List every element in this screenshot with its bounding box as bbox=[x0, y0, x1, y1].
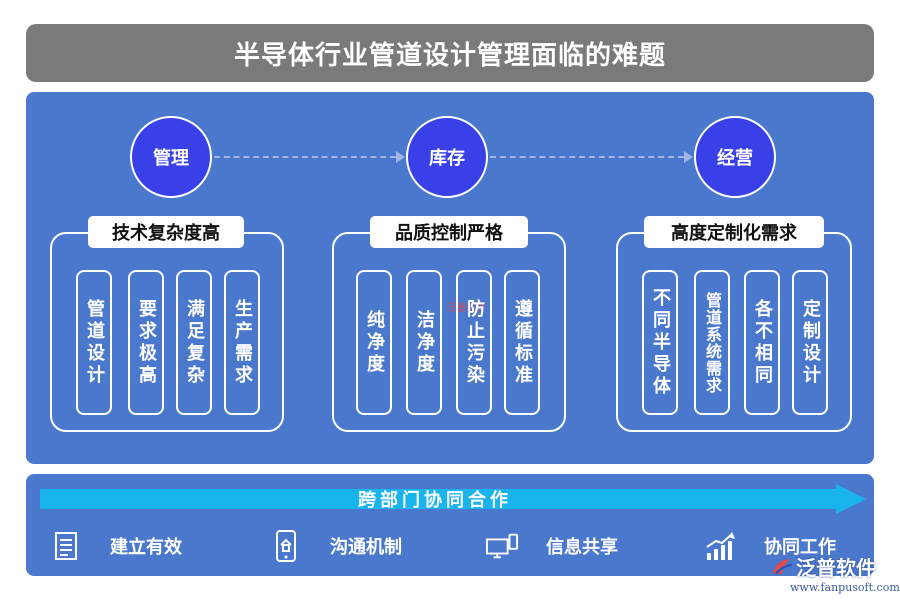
document-icon bbox=[50, 530, 82, 562]
growth-chart-icon bbox=[704, 530, 736, 562]
card-item: 定制设计 bbox=[792, 270, 828, 415]
card-label: 遵循标准 bbox=[512, 298, 533, 387]
title-bar: 半导体行业管道设计管理面临的难题 bbox=[26, 24, 874, 82]
card-item: 满足复杂 bbox=[176, 270, 212, 415]
circle-management: 管理 bbox=[130, 116, 212, 198]
card-item: 管道设计 bbox=[76, 270, 112, 415]
mobile-home-icon bbox=[270, 530, 302, 562]
card-item: 不同半导体 bbox=[642, 270, 678, 415]
group-title-tech-complexity: 技术复杂度高 bbox=[88, 216, 244, 248]
card-item: 生产需求 bbox=[224, 270, 260, 415]
logo-url: www.fanpusoft.com bbox=[790, 581, 900, 594]
card-item: 要求极高 bbox=[128, 270, 164, 415]
main-panel: 管理 库存 经营 泛普软件 技术复杂度高 管道设计 要求极高 满足复杂 生产需求… bbox=[26, 92, 874, 464]
group-title-quality-control: 品质控制严格 bbox=[370, 216, 528, 248]
card-item: 各不相同 bbox=[744, 270, 780, 415]
card-label: 各不相同 bbox=[752, 298, 773, 387]
card-label: 管道系统需求 bbox=[703, 291, 722, 394]
collaboration-arrow bbox=[40, 484, 866, 514]
feature-label: 建立有效 bbox=[110, 537, 182, 558]
card-label: 定制设计 bbox=[800, 298, 821, 387]
feature-label: 协同工作 bbox=[764, 537, 836, 558]
connector-line-2 bbox=[490, 156, 684, 158]
logo-text: 泛普软件 bbox=[796, 556, 876, 580]
circle-operations: 经营 bbox=[694, 116, 776, 198]
brand-logo: 泛普软件 bbox=[770, 552, 876, 581]
devices-icon bbox=[486, 530, 518, 562]
connector-line-1 bbox=[214, 156, 396, 158]
card-label: 不同半导体 bbox=[650, 287, 671, 398]
feature-communication: 沟通机制 bbox=[270, 526, 402, 566]
center-watermark: 泛普软件 bbox=[446, 303, 486, 314]
connector-arrow-1 bbox=[396, 151, 405, 163]
card-item: 防止污染 bbox=[456, 270, 492, 415]
feature-label: 信息共享 bbox=[546, 537, 618, 558]
card-label: 防止污染 bbox=[464, 298, 485, 387]
feature-label: 沟通机制 bbox=[330, 537, 402, 558]
page-title: 半导体行业管道设计管理面临的难题 bbox=[233, 40, 666, 71]
card-label: 洁净度 bbox=[414, 309, 435, 376]
card-item: 管道系统需求 bbox=[694, 270, 730, 415]
group-title-customization: 高度定制化需求 bbox=[644, 216, 824, 248]
card-label: 管道设计 bbox=[84, 298, 105, 387]
feature-establish: 建立有效 bbox=[50, 526, 182, 566]
circle-inventory: 库存 bbox=[406, 116, 488, 198]
card-item: 纯净度 bbox=[356, 270, 392, 415]
feature-collaboration: 协同工作 bbox=[704, 526, 836, 566]
connector-arrow-2 bbox=[684, 151, 693, 163]
collaboration-label: 跨部门协同合作 bbox=[358, 490, 512, 511]
card-item: 洁净度 bbox=[406, 270, 442, 415]
feature-info-sharing: 信息共享 bbox=[486, 526, 618, 566]
card-item: 遵循标准 bbox=[504, 270, 540, 415]
card-label: 生产需求 bbox=[232, 298, 253, 387]
bottom-panel: 跨部门协同合作 建立有效 沟通机制 信息共享 协同工作 bbox=[26, 474, 874, 576]
logo-icon bbox=[773, 558, 793, 575]
card-label: 纯净度 bbox=[364, 309, 385, 376]
card-label: 要求极高 bbox=[136, 298, 157, 387]
card-label: 满足复杂 bbox=[184, 298, 205, 387]
